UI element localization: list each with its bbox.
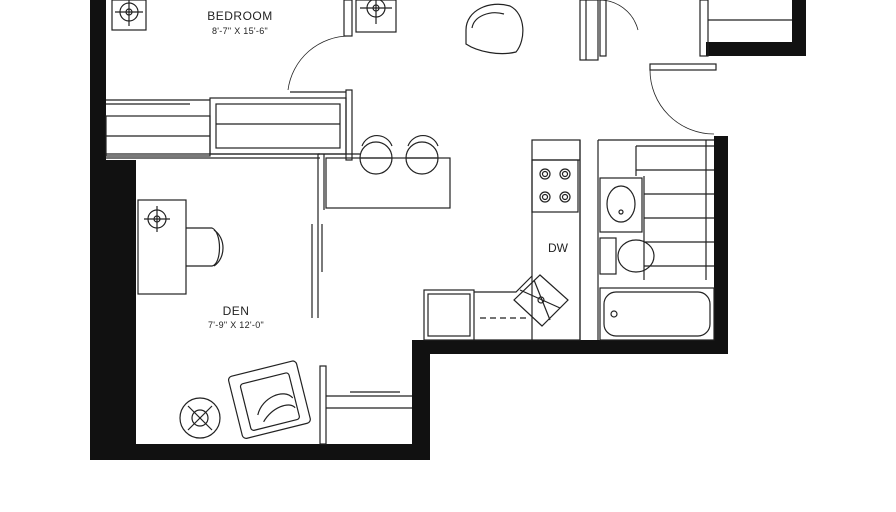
bathroom [597, 139, 715, 341]
bar-stools [359, 134, 439, 175]
bedroom-label: BEDROOM [207, 9, 273, 23]
interior-walls [105, 0, 792, 445]
den-dimensions: 7'-9" X 12'-0" [207, 320, 265, 330]
exterior-walls [90, 0, 806, 460]
bedroom-furniture [111, 0, 524, 55]
stove [531, 159, 579, 213]
door-swings [287, 0, 715, 135]
den-furniture [137, 199, 311, 439]
dishwasher-label: DW [548, 241, 568, 255]
kitchen-counters [423, 139, 581, 341]
den-label: DEN [222, 304, 250, 318]
bedroom-dimensions: 8'-7" X 15'-6" [211, 26, 269, 36]
